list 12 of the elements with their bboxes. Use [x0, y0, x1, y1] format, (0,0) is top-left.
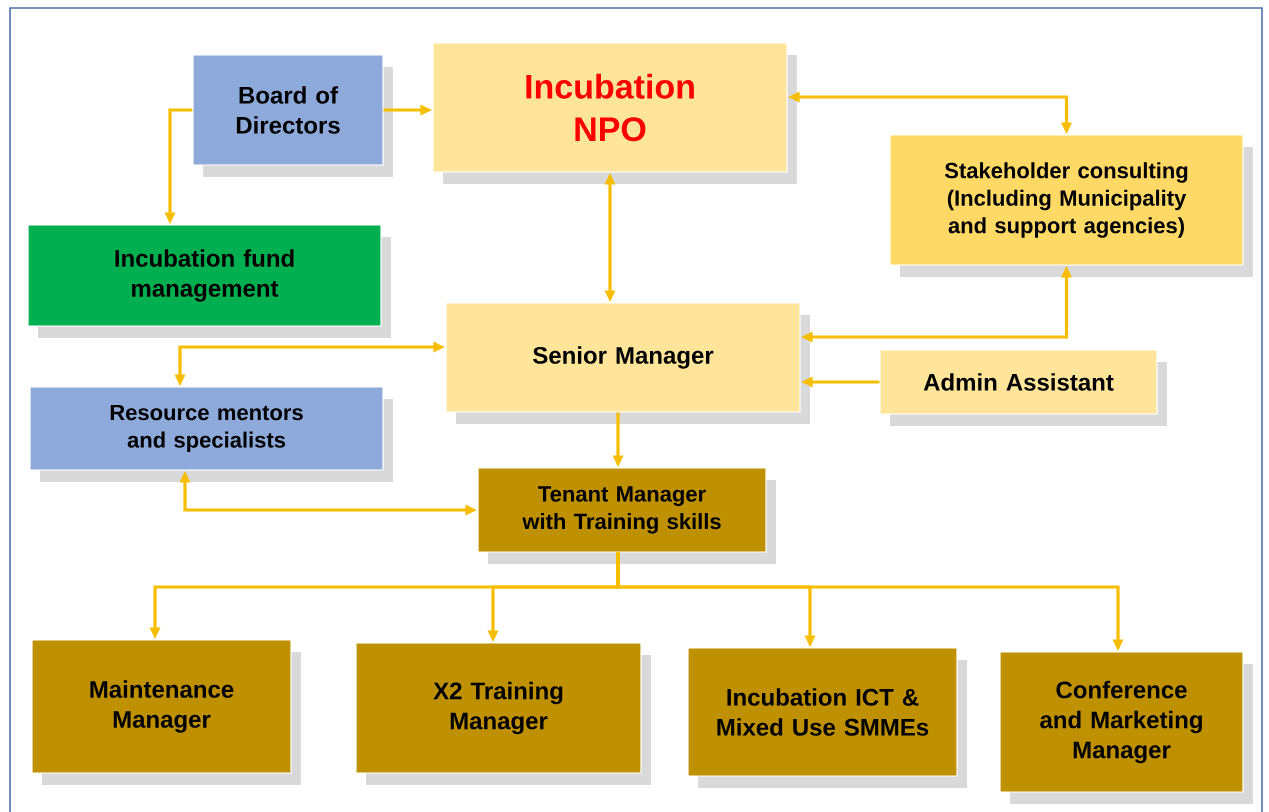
process-box: Incubation ICT & Mixed Use SMMEs	[687, 647, 958, 777]
process-box: Maintenance Manager	[31, 639, 292, 774]
process-box: Stakeholder consulting (Including Municipality and support agencies)	[889, 134, 1244, 266]
process-box: Conference and Marketing Manager	[999, 651, 1244, 793]
process-box: Resource mentors and specialists	[29, 386, 384, 471]
process-box: Tenant Manager with Training skills	[477, 467, 767, 553]
process-box: Admin Assistant	[879, 349, 1158, 415]
process-box: X2 Training Manager	[355, 642, 642, 774]
process-box: Board of Directors	[192, 54, 384, 166]
process-box: Senior Manager	[445, 302, 801, 413]
process-box: Incubation NPO	[432, 42, 788, 173]
process-box: Incubation fund management	[27, 224, 382, 327]
